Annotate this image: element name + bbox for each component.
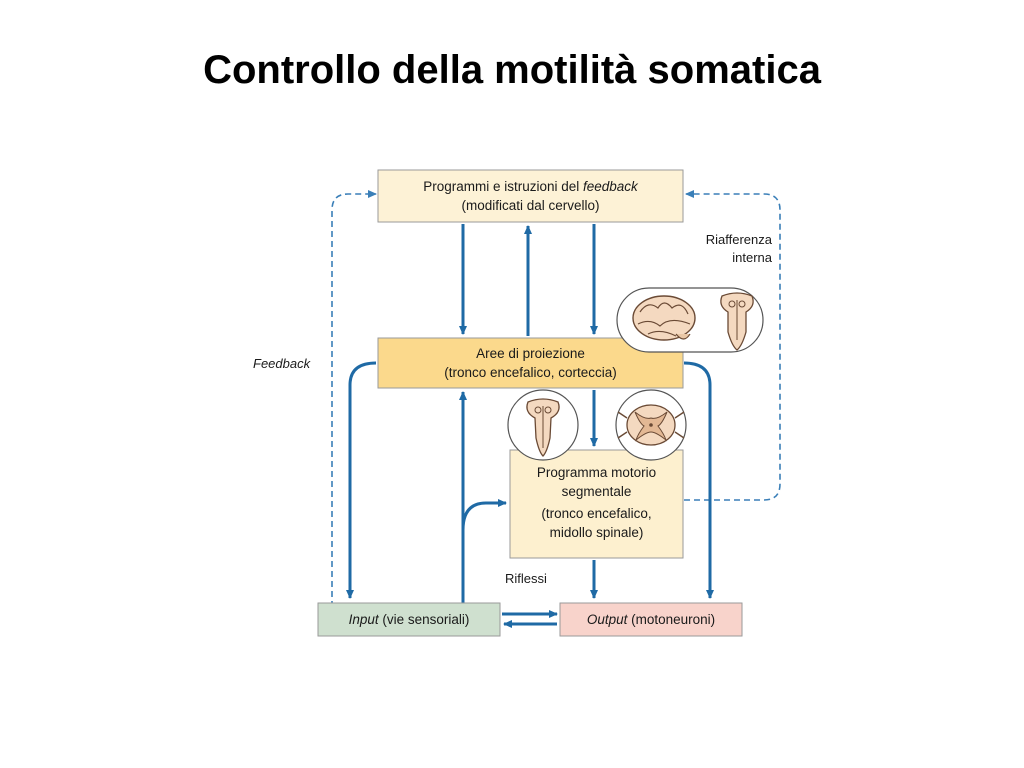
brainstem-circle-icon — [507, 389, 579, 461]
box-proiezione-text-2: (tronco encefalico, corteccia) — [444, 365, 617, 380]
arrow-projection-to-output — [683, 361, 714, 599]
arrow-projection-to-input — [346, 361, 377, 599]
label-riafferenza-2: interna — [732, 250, 773, 265]
brainstem-icon — [720, 292, 754, 351]
label-feedback: Feedback — [253, 356, 312, 371]
spinal-cord-section-icon — [615, 389, 687, 461]
riafferenza-dashed-arrow — [684, 190, 781, 501]
box-output: Output (motoneuroni) — [559, 602, 743, 637]
label-riflessi: Riflessi — [505, 571, 547, 586]
box-input-italic: Input — [349, 612, 380, 627]
svg-text:Programmi e istruzioni del fee: Programmi e istruzioni del feedback — [423, 179, 639, 194]
box-input-rest: (vie sensoriali) — [379, 612, 470, 627]
box-segmentale-text-1: Programma motorio — [537, 465, 656, 480]
box-programma-segmentale: Programma motorio segmentale (tronco enc… — [509, 449, 684, 559]
brain-icon — [632, 295, 696, 341]
box-output-italic: Output — [587, 612, 629, 627]
slide-title: Controllo della motilità somatica — [203, 48, 821, 92]
box-input: Input (vie sensoriali) — [317, 602, 501, 637]
svg-text:Input (vie sensoriali): Input (vie sensoriali) — [349, 612, 470, 627]
box-output-rest: (motoneuroni) — [627, 612, 715, 627]
box-segmentale-text-3: (tronco encefalico, — [541, 506, 651, 521]
box-programmi-text-a: Programmi e istruzioni del — [423, 179, 583, 194]
box-proiezione-text-1: Aree di proiezione — [476, 346, 585, 361]
svg-text:Output (motoneuroni): Output (motoneuroni) — [587, 612, 715, 627]
arrow-input-to-segmental — [461, 499, 507, 531]
box-programmi: Programmi e istruzioni del feedback (mod… — [377, 169, 684, 223]
label-riafferenza-1: Riafferenza — [706, 232, 773, 247]
box-segmentale-text-2: segmentale — [562, 484, 632, 499]
box-segmentale-text-4: midollo spinale) — [550, 525, 644, 540]
feedback-dashed-arrow — [331, 190, 377, 607]
brain-brainstem-capsule — [616, 287, 764, 353]
box-programmi-text-b: feedback — [583, 179, 639, 194]
box-programmi-text-2: (modificati dal cervello) — [461, 198, 599, 213]
